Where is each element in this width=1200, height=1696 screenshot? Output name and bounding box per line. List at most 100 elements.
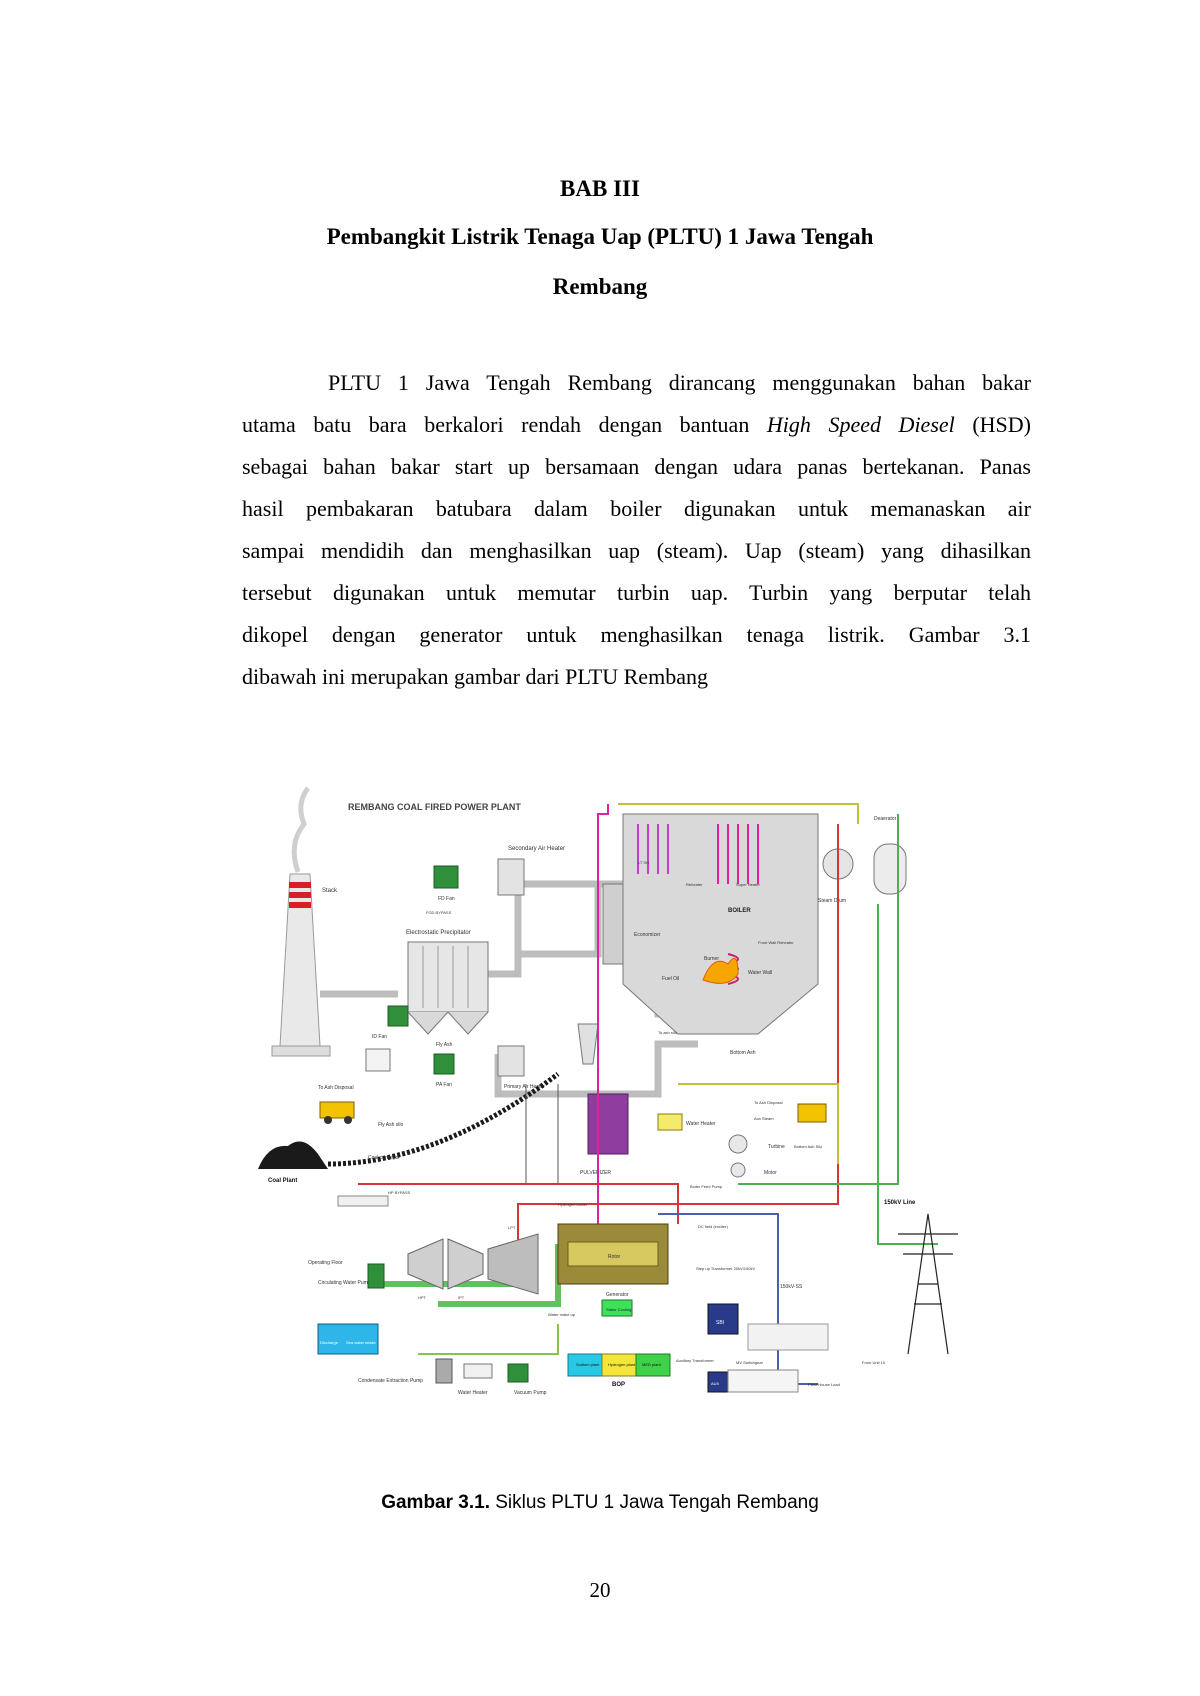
label-aux-transformer: Auxiliary Transformer — [676, 1358, 714, 1363]
body-paragraph: PLTU 1 Jawa Tengah Rembang dirancang men… — [242, 362, 1031, 698]
step-up-transformer-icon — [707, 1303, 739, 1335]
label-id-fan: ID Fan — [372, 1034, 387, 1040]
label-coal-conveyor: Coal conveyor — [368, 1155, 400, 1161]
label-vacuum-pump: Vacuum Pump — [514, 1390, 547, 1396]
label-aux-steam: Aux Steam — [754, 1116, 774, 1121]
label-water-heater: Water Heater — [686, 1121, 716, 1127]
paragraph-line: hasil pembakaran batubara dalam boiler d… — [242, 496, 1031, 521]
substation-icon — [747, 1323, 829, 1351]
transmission-tower-icon — [898, 1213, 958, 1355]
generator-icon — [557, 1223, 669, 1285]
paragraph-line: PLTU 1 Jawa Tengah Rembang dirancang men… — [328, 370, 1031, 395]
label-super-heater: Super Heater — [736, 882, 760, 887]
steam-turbine-icon — [407, 1233, 539, 1295]
chapter-label: BAB III — [560, 176, 640, 201]
paragraph-text: utama batu bara berkalori rendah dengan … — [242, 412, 767, 437]
boiler-icon — [602, 813, 819, 1035]
truck-icon — [319, 1101, 355, 1124]
label-coal-plant: Coal Plant — [268, 1178, 297, 1184]
label-circulating-pump: Circulating Water Pump — [318, 1280, 371, 1286]
circulating-pump-icon — [367, 1263, 385, 1289]
stator-cooling-box — [601, 1299, 633, 1317]
deaerator-icon — [873, 843, 907, 895]
label-plant-house-load: Plant House Load — [808, 1382, 840, 1387]
pulverizer-icon — [587, 1093, 629, 1155]
label-from-unit: From Unit 10 — [862, 1360, 886, 1365]
figure-caption: Gambar 3.1. Siklus PLTU 1 Jawa Tengah Re… — [0, 1492, 1200, 1514]
label-hp-bypass: HP BYPASS — [388, 1190, 411, 1195]
stack-icon — [271, 786, 331, 1057]
page-number: 20 — [589, 1578, 611, 1602]
label-motor: Motor — [764, 1170, 777, 1176]
motor-icon — [730, 1162, 746, 1178]
label-fgd-bypass: FGD BYPASS — [426, 910, 452, 915]
label-bottom-ash-silo: Bottom Ash Silo — [794, 1144, 823, 1149]
label-water-make-up: Water make up — [548, 1312, 576, 1317]
label-fd-fan: FD Fan — [438, 896, 455, 902]
italic-term: High Speed Diesel — [766, 412, 955, 437]
label-hydrogen-plant: Hydrogen plant — [608, 1362, 636, 1367]
label-burner: Burner — [704, 956, 719, 962]
id-fan-icon — [387, 1005, 409, 1027]
label-water-wall: Water Wall — [748, 970, 772, 976]
label-primary-air-heater: Primary Air Heater — [504, 1084, 545, 1090]
label-fuel-oil: Fuel Oil — [662, 976, 679, 982]
label-front-wall: Front Wall Reheater — [758, 940, 794, 945]
label-150kv-line: 150kV Line — [884, 1200, 916, 1206]
label-to-ash-disposal-2: To Ash Disposal — [754, 1100, 783, 1105]
label-hydrogen-cooler: Hydrogen cooler — [558, 1202, 588, 1207]
caption-text: Siklus PLTU 1 Jawa Tengah Rembang — [489, 1492, 819, 1513]
water-heater-2-icon — [463, 1363, 493, 1379]
coal-conveyor-icon — [327, 1071, 560, 1167]
secondary-air-heater-icon — [497, 858, 525, 896]
label-generator: Generator — [606, 1292, 629, 1298]
esp-icon — [407, 941, 489, 1035]
label-water-heater-2: Water Heater — [458, 1390, 488, 1396]
label-med-plant: MED plant — [642, 1362, 662, 1367]
paragraph-line: tersebut digunakan untuk memutar turbin … — [242, 580, 1031, 605]
fd-fan-icon — [433, 865, 459, 889]
power-plant-diagram: REMBANG COAL FIRED POWER PLANT Stack Sec… — [258, 784, 1014, 1474]
label-hpt: HPT — [418, 1295, 427, 1300]
coal-pile-icon — [258, 1141, 328, 1169]
label-deaerator: Deaerator — [874, 816, 897, 822]
diagram-title: REMBANG COAL FIRED POWER PLANT — [348, 802, 521, 812]
label-operating-floor: Operating Floor — [308, 1260, 343, 1266]
vacuum-pump-icon — [507, 1363, 529, 1383]
label-esp: Electrostatic Precipitator — [406, 930, 471, 936]
label-pulverizer: PULVERIZER — [580, 1170, 611, 1176]
label-mv-switchgear: MV Switchgear — [736, 1360, 764, 1365]
label-150kv-ss: 150kV-SS — [780, 1284, 803, 1290]
label-fly-ash-silo: Fly Ash silo — [378, 1122, 404, 1128]
label-stack: Stack — [322, 888, 338, 894]
paragraph-line: utama batu bara berkalori rendah dengan … — [242, 404, 1031, 446]
pa-fan-icon — [433, 1053, 455, 1075]
label-lpt: LPT — [508, 1225, 516, 1230]
label-aux: AUX — [711, 1381, 720, 1386]
sea-water-basin — [317, 1323, 379, 1355]
label-ipt: IPT — [458, 1295, 465, 1300]
label-sbi: SBI — [716, 1320, 724, 1326]
label-rotor: Rotor — [608, 1254, 621, 1260]
label-bop: BOP — [612, 1382, 625, 1388]
label-to-ash-disposal: To Ash Disposal — [318, 1085, 354, 1091]
water-heater-icon — [657, 1113, 683, 1131]
label-condensate-pump: Condensate Extraction Pump — [358, 1378, 423, 1384]
mv-switchgear-icon — [727, 1369, 799, 1393]
label-sodium-plant: Sodium plant — [576, 1362, 600, 1367]
bop-boxes — [567, 1353, 671, 1377]
label-bottom-ash: Bottom Ash — [730, 1050, 756, 1056]
label-fly-ash: Fly Ash — [436, 1042, 453, 1048]
chapter-title-line1: Pembangkit Listrik Tenaga Uap (PLTU) 1 J… — [326, 224, 874, 249]
flame-icon — [702, 957, 739, 984]
paragraph-line: sebagai bahan bakar start up bersamaan d… — [242, 454, 1031, 479]
label-step-up: Step up Transformer 20kV/150kV — [696, 1266, 755, 1271]
label-reheater: Reheater — [686, 882, 703, 887]
label-dc-field: DC field (exciter) — [698, 1224, 728, 1229]
label-steam-drum: Steam Drum — [818, 898, 846, 904]
primary-air-heater-icon — [497, 1045, 525, 1077]
label-boiler: BOILER — [728, 908, 751, 914]
label-pa-fan: PA Fan — [436, 1082, 452, 1088]
condensate-pump-icon — [435, 1358, 453, 1384]
chapter-title-line2: Rembang — [552, 274, 648, 299]
